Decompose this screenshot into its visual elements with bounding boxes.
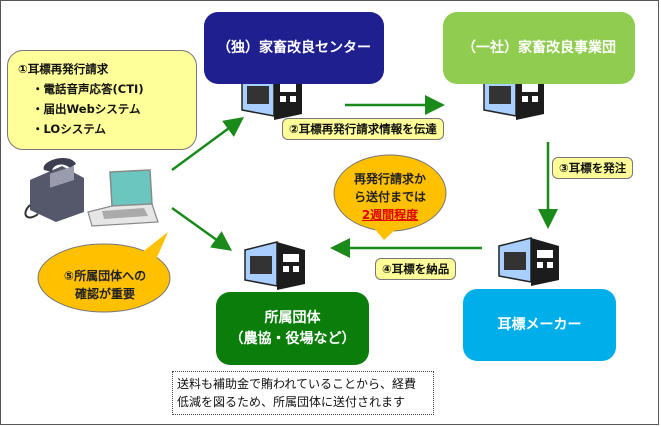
livestock-improvement-center-box: （独）家畜改良センター	[204, 12, 384, 84]
telephone-icon	[24, 157, 84, 222]
duration-line2: ら送付までは	[353, 190, 426, 204]
step4-callout: ④耳標を納品	[375, 258, 457, 280]
arrow-to-center	[171, 117, 245, 172]
step1-item: ・届出Webシステム	[32, 102, 141, 116]
step1-title: ①耳標再発行請求	[18, 62, 109, 76]
building-icon	[244, 241, 305, 290]
center-label: （独）家畜改良センター	[217, 39, 371, 56]
maker-label: 耳標メーカー	[497, 316, 582, 333]
duration-line1: 再発行請求か	[353, 172, 426, 186]
group-label-line1: 所属団体	[264, 309, 321, 326]
step1-item: ・電話音声応答(CTI)	[32, 82, 144, 96]
step5-bubble-text: ⑤所属団体への 確認が重要	[45, 267, 165, 303]
building-icon	[498, 237, 559, 286]
affiliated-group-box: 所属団体 （農協・役場など）	[216, 292, 369, 365]
duration-highlight: 2週間程度	[361, 208, 419, 222]
shipping-note: 送料も補助金で賄われていることから、経費 低減を図るため、所属団体に送付されます	[172, 371, 434, 415]
arrow-to-group	[171, 206, 233, 251]
step2-callout: ②耳標再発行請求情報を伝達	[282, 118, 444, 140]
step1-item: ・LOシステム	[32, 122, 106, 136]
ear-tag-maker-box: 耳標メーカー	[463, 289, 616, 361]
note-line1: 送料も補助金で賄われていることから、経費	[177, 377, 417, 391]
group-label-line2: （農協・役場など）	[229, 330, 356, 347]
step5-line1: ⑤所属団体への	[63, 269, 147, 283]
livestock-improvement-association-box: （一社）家畜改良事業団	[443, 12, 635, 84]
duration-bubble	[333, 154, 447, 240]
step5-bubble	[37, 232, 171, 313]
step3-callout: ③耳標を発注	[552, 157, 634, 179]
step5-line2: 確認が重要	[74, 287, 135, 301]
laptop-icon	[87, 169, 159, 227]
note-line2: 低減を図るため、所属団体に送付されます	[177, 395, 406, 409]
duration-bubble-text: 再発行請求か ら送付までは 2週間程度	[335, 170, 445, 224]
association-label: （一社）家畜改良事業団	[462, 39, 616, 56]
step1-callout: ①耳標再発行請求 ・電話音声応答(CTI) ・届出Webシステム ・LOシステム	[7, 50, 197, 150]
